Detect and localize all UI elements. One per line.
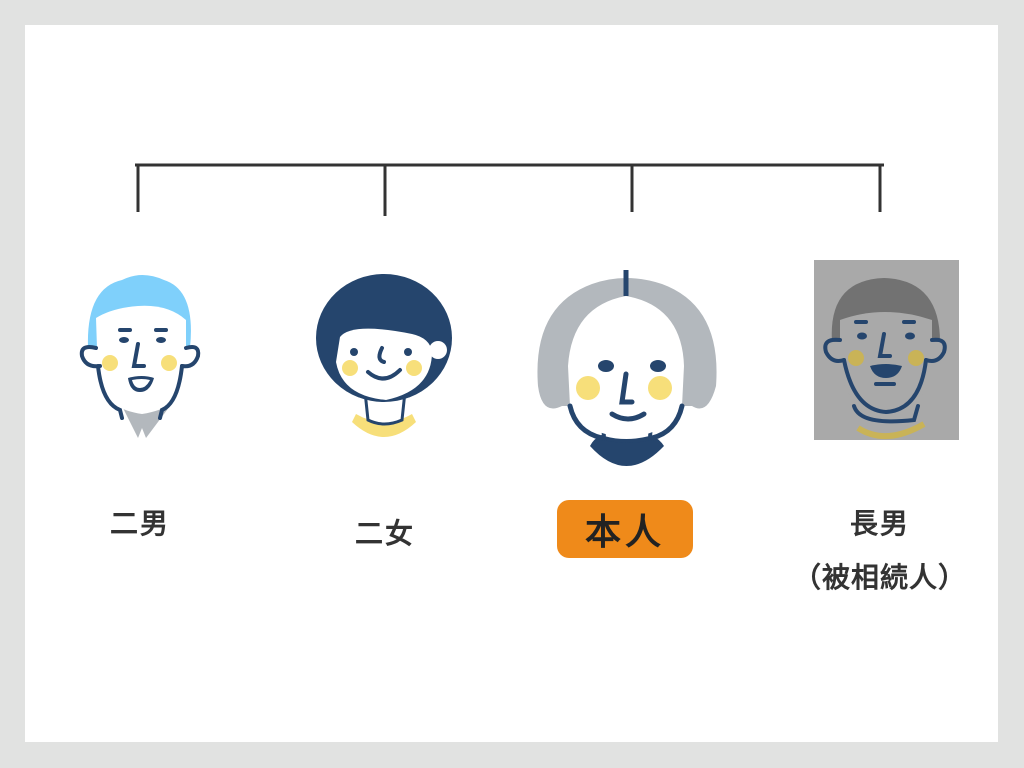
label-decedent: （被相続人） — [792, 561, 967, 594]
second-daughter-avatar-icon — [316, 274, 452, 437]
self-avatar-icon — [537, 270, 717, 466]
label-self-highlight: 本人 — [557, 500, 693, 558]
label-second-daughter: 二女 — [354, 517, 415, 550]
label-second-son: 二男 — [109, 507, 170, 540]
label-self: 本人 — [584, 512, 665, 553]
eldest-son-avatar-icon — [814, 260, 959, 440]
label-eldest-son: 長男 — [849, 507, 910, 540]
second-son-avatar-icon — [79, 275, 201, 438]
